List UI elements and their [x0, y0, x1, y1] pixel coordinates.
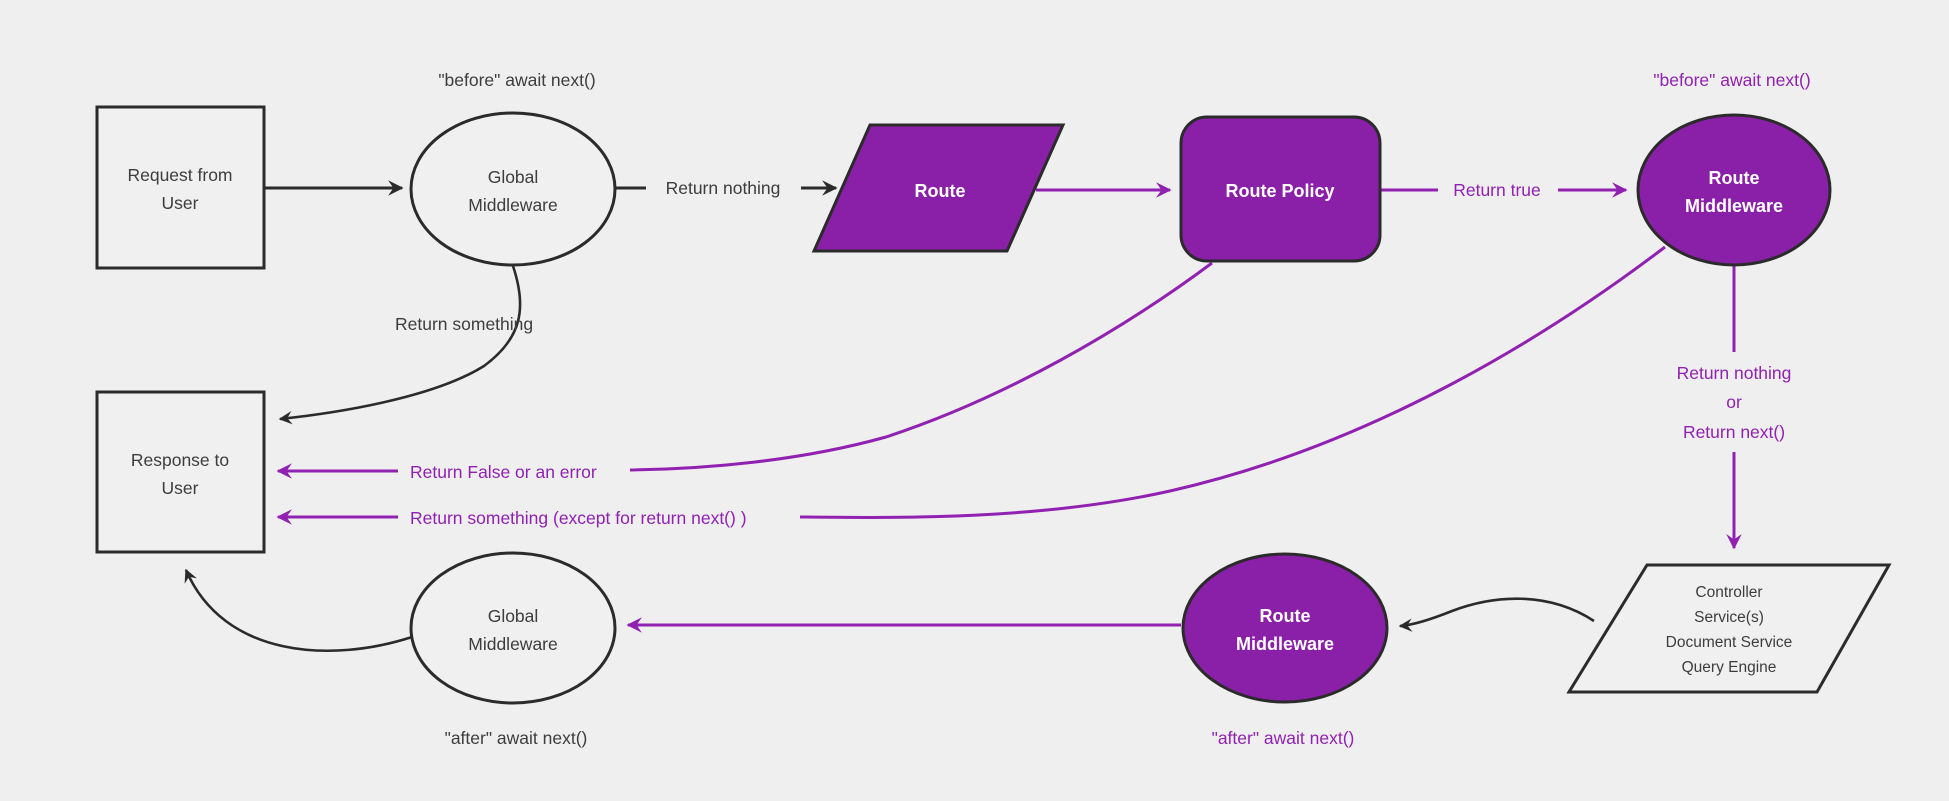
global-middleware-top-label-line1: Global	[488, 167, 539, 187]
node-controller-services: Controller Service(s) Document Service Q…	[1566, 563, 1892, 694]
node-route-middleware-bottom: Route Middleware	[1181, 552, 1389, 704]
node-route-policy: Route Policy	[1179, 115, 1382, 263]
controller-services-label-line1: Controller	[1695, 584, 1762, 601]
curve-route-middleware-to-return-something-except	[799, 245, 1666, 519]
label-return-something: Return something	[395, 314, 533, 334]
node-request-from-user: Request from User	[95, 105, 266, 270]
arrow-global-middleware-bottom-to-response	[184, 568, 413, 652]
arrow-controller-to-route-middleware-bottom	[1398, 597, 1595, 632]
label-return-false-or-error: Return False or an error	[410, 462, 597, 482]
label-return-true: Return true	[1453, 180, 1541, 200]
request-from-user-label-line2: User	[162, 193, 199, 213]
label-return-nothing-or-return-next: Return nothing or Return next()	[1677, 363, 1792, 442]
response-to-user-label-line2: User	[162, 478, 199, 498]
curve-route-policy-to-return-false	[629, 261, 1213, 472]
global-middleware-top-label-line2: Middleware	[468, 195, 557, 215]
controller-services-label-line2: Service(s)	[1694, 609, 1764, 626]
node-route: Route	[811, 123, 1066, 253]
label-after-await-next-right: "after" await next()	[1212, 728, 1355, 748]
node-global-middleware-top: Global Middleware	[409, 111, 617, 267]
global-middleware-bottom-ellipse	[409, 551, 617, 705]
route-middleware-top-label-line1: Route	[1709, 168, 1760, 188]
global-middleware-bottom-label-line1: Global	[488, 606, 539, 626]
global-middleware-top-ellipse	[409, 111, 617, 267]
label-before-await-next-right: "before" await next()	[1653, 70, 1810, 90]
controller-services-label-line4: Query Engine	[1682, 659, 1777, 676]
node-response-to-user: Response to User	[95, 390, 266, 554]
controller-services-parallelogram	[1566, 563, 1892, 694]
route-middleware-top-label-line2: Middleware	[1685, 196, 1783, 216]
response-to-user-label-line1: Response to	[131, 450, 229, 470]
label-return-nothing-or-line1: Return nothing	[1677, 363, 1792, 383]
node-global-middleware-bottom: Global Middleware	[409, 551, 617, 705]
global-middleware-bottom-label-line2: Middleware	[468, 634, 557, 654]
request-from-user-label-line1: Request from	[127, 165, 232, 185]
route-policy-box	[1179, 115, 1382, 263]
route-middleware-bottom-label-line1: Route	[1260, 606, 1311, 626]
route-label: Route	[915, 181, 966, 201]
label-return-something-except: Return something (except for return next…	[410, 508, 747, 528]
route-policy-label: Route Policy	[1225, 181, 1334, 201]
node-route-middleware-top: Route Middleware	[1636, 113, 1832, 267]
label-return-nothing: Return nothing	[666, 178, 781, 198]
label-after-await-next-left: "after" await next()	[445, 728, 588, 748]
response-to-user-box	[95, 390, 266, 554]
controller-services-label-line3: Document Service	[1666, 634, 1793, 651]
route-middleware-bottom-ellipse	[1181, 552, 1389, 704]
arrow-global-middleware-top-to-response	[278, 265, 522, 425]
route-middleware-top-ellipse	[1636, 113, 1832, 267]
label-return-nothing-or-line2: or	[1726, 392, 1742, 412]
label-return-nothing-or-line3: Return next()	[1683, 422, 1785, 442]
route-middleware-bottom-label-line2: Middleware	[1236, 634, 1334, 654]
request-from-user-box	[95, 105, 266, 270]
route-parallelogram	[811, 123, 1066, 253]
label-before-await-next-left: "before" await next()	[438, 70, 595, 90]
